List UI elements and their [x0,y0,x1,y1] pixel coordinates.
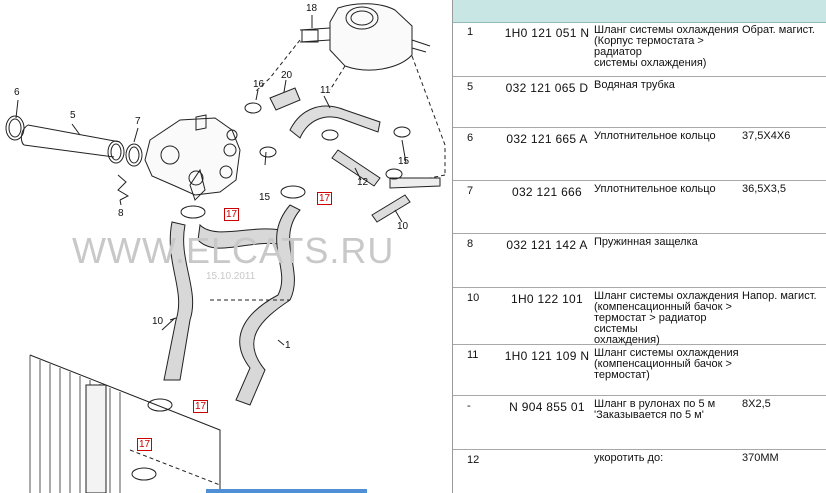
row-part-number[interactable]: 032 121 065 D [505,81,589,95]
row-position: 7 [467,185,474,197]
callout-18: 18 [306,3,318,14]
table-row[interactable]: 5 032 121 065 D Водяная трубка [453,77,826,128]
row-description: Уплотнительное кольцо [594,130,716,142]
row-remark: Обрат. магист. [742,24,815,36]
table-row[interactable]: 10 1H0 122 101 Шланг системы охлаждения … [453,288,826,346]
table-row[interactable]: - N 904 855 01 Шланг в рулонах по 5 м 'З… [453,396,826,450]
row-position: 5 [467,81,474,93]
row-part-number[interactable]: 032 121 665 A [506,132,588,146]
row-part-number[interactable]: N 904 855 01 [509,400,585,414]
parts-table-header [453,0,826,23]
callout-7: 7 [135,116,141,127]
callout-8: 8 [118,208,124,219]
callout-16: 16 [253,79,265,90]
tag-17-a[interactable]: 17 [224,208,240,221]
row-description: Шланг системы охлаждения (компенсационны… [594,290,739,346]
row-position: 11 [467,349,479,361]
callout-15-left: 15 [259,192,271,203]
panel-divider [452,0,453,493]
table-row[interactable]: 6 032 121 665 A Уплотнительное кольцо 37… [453,128,826,181]
row-part-number[interactable]: 1H0 121 109 N [504,349,590,363]
row-description: Шланг системы охлаждения (Корпус термост… [594,24,739,69]
callout-11: 11 [320,85,331,96]
row-description: укоротить до: [594,452,664,464]
row-position: 8 [467,238,474,250]
table-row[interactable]: 12 укоротить до: 370MM [453,450,826,493]
diagram-drawing [5,3,446,493]
callout-5: 5 [70,110,76,121]
row-part-number[interactable]: 032 121 142 A [506,238,588,252]
row-remark: 37,5X4X6 [742,130,791,142]
row-position: 10 [467,292,480,304]
callout-20: 20 [281,70,293,81]
row-part-number[interactable]: 1H0 121 051 N [504,26,590,40]
table-row[interactable]: 8 032 121 142 A Пружинная защелка [453,234,826,288]
row-description: Водяная трубка [594,79,675,91]
row-description: Пружинная защелка [594,236,698,248]
row-remark: 370MM [742,452,779,464]
tag-17-b[interactable]: 17 [317,192,333,205]
parts-diagram: WWW.ELCATS.RU 15.10.2011 18 6 16 20 11 7… [5,3,446,493]
row-position: 12 [467,454,480,466]
row-description: Шланг системы охлаждения (компенсационны… [594,347,739,381]
callout-15-right: 15 [398,156,410,167]
watermark-date: 15.10.2011 [206,271,256,282]
table-row[interactable]: 11 1H0 121 109 N Шланг системы охлаждени… [453,345,826,396]
table-row[interactable]: 7 032 121 666 Уплотнительное кольцо 36,5… [453,181,826,234]
parts-table: 1 1H0 121 051 N Шланг системы охлаждения… [453,0,826,493]
row-remark: 8X2,5 [742,398,771,410]
tag-17-c[interactable]: 17 [193,400,209,413]
row-remark: Напор. магист. [742,290,817,302]
callout-10-left: 10 [152,316,164,327]
watermark-text: WWW.ELCATS.RU [72,230,395,271]
row-position: 6 [467,132,474,144]
row-description: Шланг в рулонах по 5 м 'Заказывается по … [594,398,716,421]
row-remark: 36,5X3,5 [742,183,787,195]
callout-10-right: 10 [397,221,409,232]
row-part-number[interactable]: 032 121 666 [511,185,583,199]
row-description: Уплотнительное кольцо [594,183,716,195]
tag-17-d[interactable]: 17 [137,438,153,451]
callout-1: 1 [285,340,291,351]
table-row[interactable]: 1 1H0 121 051 N Шланг системы охлаждения… [453,22,826,77]
scroll-indicator[interactable] [206,489,367,493]
row-position: - [467,400,471,412]
callout-12: 12 [357,177,369,188]
callout-6: 6 [14,87,20,98]
row-position: 1 [467,26,474,38]
row-part-number[interactable]: 1H0 122 101 [510,292,584,306]
